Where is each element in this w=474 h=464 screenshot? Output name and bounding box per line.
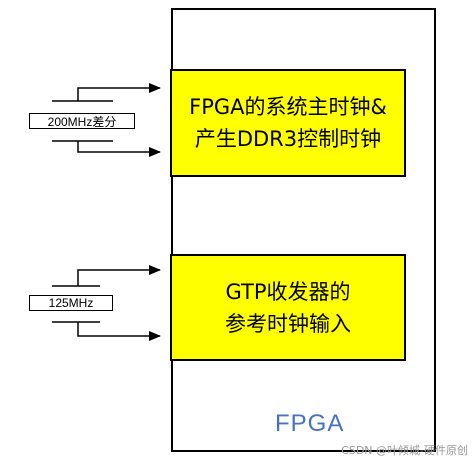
oscillator-125mhz-symbol bbox=[52, 285, 100, 323]
diff-p-wire-1 bbox=[77, 83, 161, 101]
fpga-label: FPGA bbox=[275, 410, 345, 437]
diff-n-wire-2 bbox=[77, 322, 161, 341]
system-clock-text: FPGA的系统主时钟& 产生DDR3控制时钟 bbox=[189, 95, 387, 151]
gtp-refclk-text: GTP收发器的 参考时钟输入 bbox=[225, 279, 351, 336]
osc-200mhz-label: 200MHz差分 bbox=[29, 113, 135, 129]
diff-n-wire-1 bbox=[77, 141, 161, 157]
oscillator-200mhz-symbol bbox=[52, 100, 113, 142]
csdn-watermark: CSDN @叶倾城-硬件原创 bbox=[341, 444, 468, 457]
system-clock-block: FPGA的系统主时钟& 产生DDR3控制时钟 bbox=[170, 69, 406, 177]
diff-p-wire-2 bbox=[77, 265, 161, 286]
osc-125mhz-label: 125MHz bbox=[29, 295, 113, 311]
gtp-refclk-block: GTP收发器的 参考时钟输入 bbox=[170, 254, 406, 361]
